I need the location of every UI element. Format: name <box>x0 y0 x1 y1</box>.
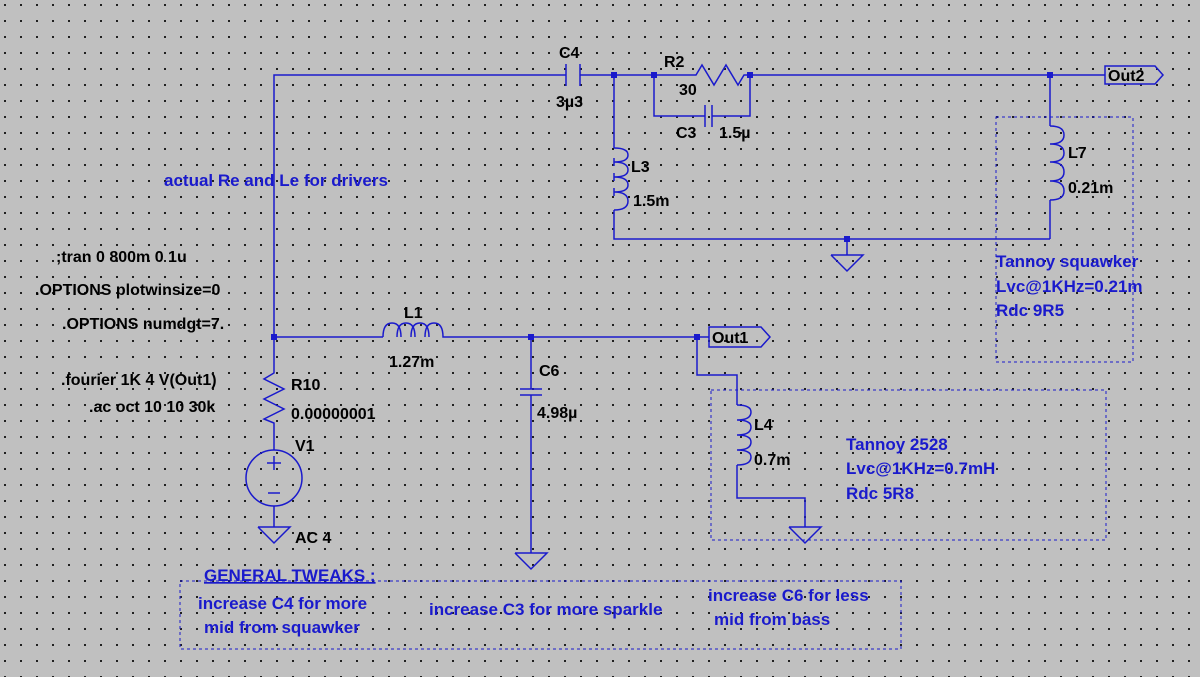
note-tweak-c6-line1[interactable]: increase C6 for less <box>708 586 869 605</box>
capacitor-c3[interactable] <box>704 105 713 127</box>
port-out1[interactable] <box>708 326 772 348</box>
wire-top-left[interactable] <box>273 74 566 337</box>
l4-name: L4 <box>754 417 773 434</box>
directive-fourier[interactable]: .fourier 1K 4 V(Out1) <box>61 372 217 389</box>
inductor-l1[interactable] <box>382 322 452 338</box>
wire-c3-loop-right[interactable] <box>712 75 751 117</box>
directive-options-numdgt[interactable]: .OPTIONS numdgt=7. <box>62 316 224 333</box>
note-squawker-rdc[interactable]: Rdc 9R5 <box>996 301 1064 320</box>
tweaks-box <box>179 580 902 650</box>
r10-name: R10 <box>291 377 320 394</box>
c6-value: 4.98µ <box>537 405 577 422</box>
capacitor-c6[interactable] <box>520 388 542 396</box>
directive-tran[interactable]: ;tran 0 800m 0 1u <box>56 249 187 266</box>
bass-box <box>710 389 1107 541</box>
wire-l3-bottom[interactable] <box>613 210 1050 240</box>
r2-value: 30 <box>679 82 697 99</box>
note-bass-lvc[interactable]: Lvc@1KHz=0.7mH <box>846 459 995 478</box>
directive-ac[interactable]: .ac oct 10 10 30k <box>89 399 215 416</box>
out2-label: Out2 <box>1108 68 1145 85</box>
squawker-box <box>995 116 1134 363</box>
l1-value: 1.27m <box>389 354 434 371</box>
note-tweak-c4-line2[interactable]: mid from squawker <box>204 618 360 637</box>
c3-name: C3 <box>676 125 697 142</box>
capacitor-c4[interactable] <box>565 64 581 86</box>
v1-name: V1 <box>295 438 315 455</box>
note-squawker-lvc[interactable]: Lvc@1KHz=0.21m <box>996 277 1143 296</box>
l3-value: 1.5m <box>633 193 669 210</box>
note-squawker-title[interactable]: Tannoy squawker <box>996 252 1139 271</box>
inductor-l3[interactable] <box>613 147 629 211</box>
ground-icon <box>830 254 865 273</box>
l3-name: L3 <box>631 159 650 176</box>
v1-value: AC 4 <box>295 530 332 547</box>
note-tweak-c4-line1[interactable]: increase C4 for more <box>198 594 367 613</box>
l4-value: 0.7m <box>754 452 790 469</box>
inductor-l7[interactable] <box>1049 125 1065 201</box>
wires[interactable] <box>273 74 1105 553</box>
ground-icon <box>257 526 292 545</box>
note-bass-rdc[interactable]: Rdc 5R8 <box>846 484 914 503</box>
ground-icon <box>514 552 549 571</box>
l7-value: 0.21m <box>1068 180 1113 197</box>
note-tweaks-title[interactable]: GENERAL TWEAKS : <box>204 566 376 585</box>
resistor-r2[interactable] <box>690 63 750 87</box>
c4-name: C4 <box>559 45 580 62</box>
note-actual[interactable]: actual Re and Le for drivers <box>164 171 388 190</box>
directive-options-plot[interactable]: .OPTIONS plotwinsize=0 <box>35 282 220 299</box>
out1-label: Out1 <box>712 330 749 347</box>
l7-name: L7 <box>1068 145 1087 162</box>
note-bass-title[interactable]: Tannoy 2528 <box>846 435 948 454</box>
port-out2[interactable] <box>1104 65 1165 85</box>
r2-name: R2 <box>664 54 685 71</box>
note-tweak-c3[interactable]: increase C3 for more sparkle <box>429 600 662 619</box>
c3-value: 1.5µ <box>719 125 750 142</box>
wire-l4-bottom[interactable] <box>736 465 806 527</box>
resistor-r10[interactable] <box>262 367 286 427</box>
voltage-source-icon[interactable] <box>245 449 303 507</box>
r10-value: 0.00000001 <box>291 406 376 423</box>
c4-value: 3µ3 <box>556 94 583 111</box>
ground-icon <box>788 526 823 545</box>
l1-name: L1 <box>404 305 423 322</box>
inductor-l4[interactable] <box>736 404 752 466</box>
wire-c3-loop-left[interactable] <box>653 75 705 117</box>
note-tweak-c6-line2[interactable]: mid from bass <box>714 610 830 629</box>
c6-name: C6 <box>539 363 560 380</box>
